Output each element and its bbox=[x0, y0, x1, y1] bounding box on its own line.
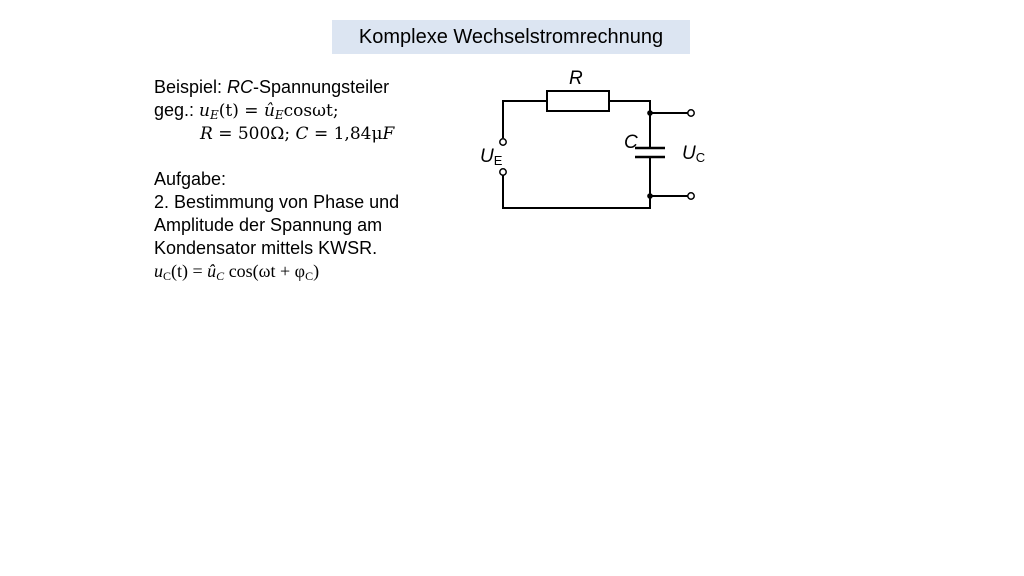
params-formula: R = 500Ω; C = 1,84μF bbox=[200, 124, 394, 144]
input-sub: E bbox=[494, 153, 503, 168]
uc-arg: (t) bbox=[171, 261, 189, 281]
equals: = bbox=[238, 101, 264, 121]
output-sub: C bbox=[696, 150, 705, 165]
output-u: U bbox=[682, 143, 696, 164]
slide-title: Komplexe Wechselstromrechnung bbox=[358, 26, 664, 48]
input-voltage-label: UE bbox=[480, 146, 503, 168]
node-top bbox=[647, 110, 653, 116]
input-terminal-bottom bbox=[499, 168, 507, 176]
uhat-sub-e: E bbox=[274, 108, 284, 122]
uhat-symbol: û bbox=[263, 101, 275, 121]
example-prefix: Beispiel: bbox=[154, 77, 228, 97]
f-unit: F bbox=[382, 124, 395, 144]
example-line: Beispiel: RC-Spannungsteiler bbox=[154, 76, 454, 99]
wire-bottom bbox=[502, 175, 651, 209]
example-italic: RC bbox=[227, 77, 254, 97]
c-value: = 1,84μ bbox=[308, 124, 383, 144]
uc-symbol: u bbox=[154, 261, 163, 281]
cos-tail: cosωt; bbox=[283, 101, 339, 121]
given-label: geg.: bbox=[154, 100, 200, 120]
r-symbol: R bbox=[200, 124, 213, 144]
r-value: = 500Ω; bbox=[212, 124, 296, 144]
u-sub-e: E bbox=[210, 108, 219, 122]
u-symbol: u bbox=[199, 101, 210, 121]
c-symbol: C bbox=[295, 124, 309, 144]
task-line-1: 2. Bestimmung von Phase und bbox=[154, 192, 400, 212]
phi-sub: C bbox=[305, 269, 314, 283]
t-arg: (t) bbox=[218, 101, 239, 121]
input-terminal-top bbox=[499, 138, 507, 146]
task-line-2: Amplitude der Spannung am bbox=[154, 215, 383, 235]
params-line: R = 500Ω; C = 1,84μF bbox=[154, 122, 454, 145]
task-line-3: Kondensator mittels KWSR. bbox=[154, 238, 378, 258]
close-paren: ) bbox=[313, 261, 320, 281]
given-line: geg.: uE(t) = ûEcosωt; bbox=[154, 99, 454, 122]
wire-top-left bbox=[502, 100, 547, 138]
slide-title-box: Komplexe Wechselstromrechnung bbox=[332, 20, 690, 54]
uchat-symbol: û bbox=[207, 261, 217, 281]
output-terminal-bottom bbox=[687, 192, 695, 200]
cos-phase: cos(ωt + φ bbox=[224, 261, 306, 281]
uchat-sub: C bbox=[216, 269, 225, 283]
resistor-label: R bbox=[569, 68, 583, 89]
output-voltage-label: UC bbox=[682, 143, 705, 165]
resistor-symbol bbox=[546, 90, 610, 112]
example-suffix: -Spannungsteiler bbox=[253, 77, 390, 97]
node-bottom bbox=[647, 193, 653, 199]
task-label: Aufgabe: bbox=[154, 169, 227, 189]
text-block: Beispiel: RC-Spannungsteiler geg.: uE(t)… bbox=[154, 76, 454, 283]
wire-top-right bbox=[609, 100, 651, 113]
uc-sub: C bbox=[163, 269, 172, 283]
capacitor-label: C bbox=[624, 132, 638, 153]
target-formula: uC(t) = ûC cos(ωt + φC) bbox=[154, 260, 454, 283]
output-terminal-top bbox=[687, 109, 695, 117]
input-u: U bbox=[480, 146, 494, 167]
input-voltage-formula: uE(t) = ûEcosωt; bbox=[199, 101, 339, 121]
uc-equals: = bbox=[188, 261, 208, 281]
